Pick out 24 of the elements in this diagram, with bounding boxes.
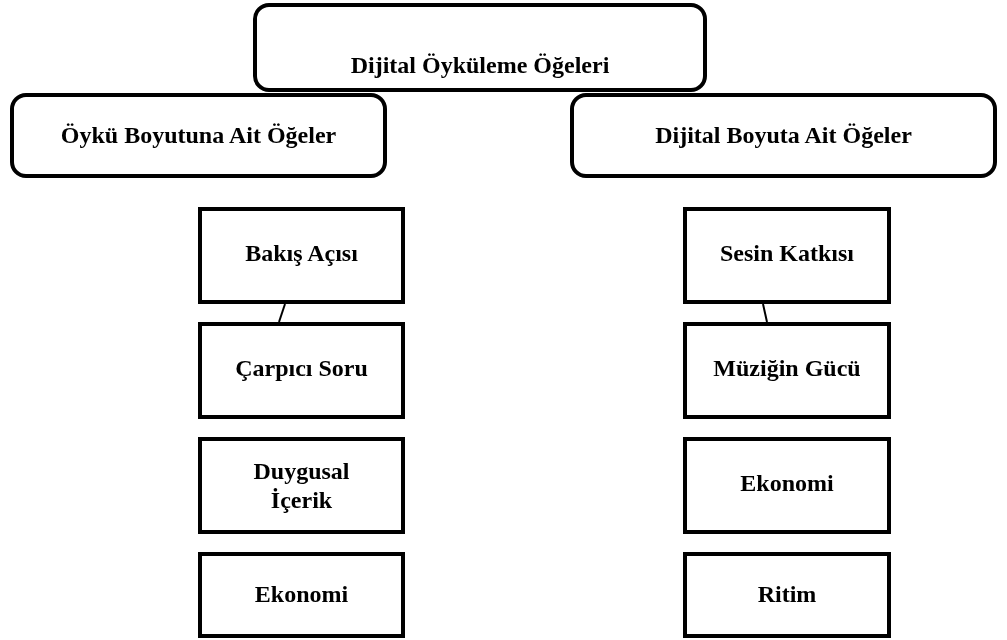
node-label: Ekonomi xyxy=(740,469,834,498)
node-label: Çarpıcı Soru xyxy=(235,354,368,383)
node-label: Ekonomi xyxy=(254,580,349,609)
connector-line xyxy=(278,303,286,323)
node-label: Öykü Boyutuna Ait Öğeler xyxy=(60,121,337,150)
title-box xyxy=(253,3,707,92)
node-label: Duygusal İçerik xyxy=(252,457,351,515)
node-label: Bakış Açısı xyxy=(245,239,358,268)
node-label: Sesin Katkısı xyxy=(719,239,854,268)
category-box xyxy=(10,93,387,178)
element-box xyxy=(198,207,405,304)
element-box xyxy=(683,207,891,304)
element-box xyxy=(198,552,405,638)
node-label: Müziğin Gücü xyxy=(713,354,861,383)
element-box xyxy=(683,322,891,419)
element-box xyxy=(683,552,891,638)
element-box xyxy=(198,437,405,534)
node-label: Ritim xyxy=(757,580,817,609)
connector-line xyxy=(762,303,768,323)
category-box xyxy=(570,93,997,178)
node-label: Dijital Öyküleme Öğeleri xyxy=(350,51,610,80)
element-box xyxy=(683,437,891,534)
element-box xyxy=(198,322,405,419)
node-label: Dijital Boyuta Ait Öğeler xyxy=(655,121,912,150)
